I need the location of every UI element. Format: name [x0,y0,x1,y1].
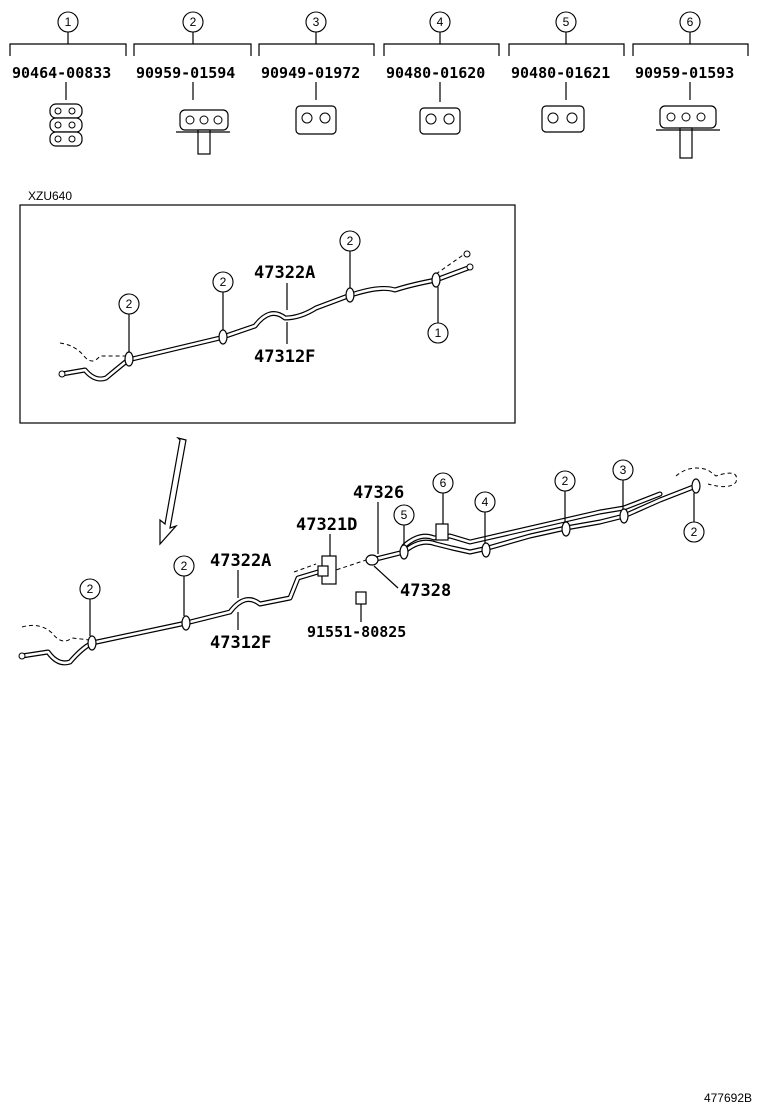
clip-icon-3 [295,105,337,135]
header-part-table: 1 90464-00833 2 90959-01594 [9,11,749,159]
main-callout-1: 2 [87,582,94,596]
main-labels: 47322A 47312F 47321D 47326 47328 91551-8… [210,483,451,653]
main-brake-tube [18,467,738,666]
main-part-47328[interactable]: 47328 [400,581,451,601]
diagram-id: 477692B [704,1091,752,1105]
header-column-4: 4 90480-01620 [383,11,500,135]
header-part-number-1[interactable]: 90464-00833 [12,64,111,82]
clip-icon-6 [656,105,720,159]
header-column-1: 1 90464-00833 [9,11,127,147]
inset-brake-tube [58,250,474,382]
main-callout-8: 2 [691,525,698,539]
main-part-47321d[interactable]: 47321D [296,515,357,535]
header-callout-num-2: 2 [190,15,197,29]
clip-icon-1 [49,103,83,147]
header-callout-num-1: 1 [65,15,72,29]
main-part-47326[interactable]: 47326 [353,483,404,503]
header-column-2: 2 90959-01594 [133,11,252,155]
inset-callout-3: 2 [347,234,354,248]
main-part-47312f[interactable]: 47312F [210,633,271,653]
inset-callout-4: 1 [435,326,442,340]
main-callout-2: 2 [181,559,188,573]
main-callout-4: 6 [440,476,447,490]
header-part-number-2[interactable]: 90959-01594 [136,64,235,82]
main-callout-3: 5 [401,508,408,522]
header-callout-num-4: 4 [437,15,444,29]
union-47326 [365,554,379,566]
clip-icon-2 [176,109,230,155]
header-part-number-5[interactable]: 90480-01621 [511,64,610,82]
header-callout-num-3: 3 [313,15,320,29]
inset-part-47312f[interactable]: 47312F [254,347,315,367]
inset-frame [19,204,516,424]
main-callouts: 2 2 5 6 4 2 3 2 [79,459,705,636]
inset-callout-2: 2 [220,275,227,289]
inset-part-47322a[interactable]: 47322A [254,263,315,283]
detail-arrow [159,436,187,546]
header-column-6: 6 90959-01593 [632,11,749,159]
bracket-47321d [317,555,337,585]
header-callout-num-5: 5 [563,15,570,29]
inset-callout-1: 2 [126,297,133,311]
header-part-number-3[interactable]: 90949-01972 [261,64,360,82]
header-column-5: 5 90480-01621 [508,11,625,133]
inset-callouts: 2 2 2 1 47322A 47312F [118,230,449,367]
inset-model-label: XZU640 [28,189,72,203]
main-part-47322a[interactable]: 47322A [210,551,271,571]
bolt-icon [355,591,367,614]
header-callout-num-6: 6 [687,15,694,29]
clip-icon-4 [419,107,461,135]
clip-icon-5 [541,105,585,133]
header-part-number-4[interactable]: 90480-01620 [386,64,485,82]
main-callout-5: 4 [482,495,489,509]
main-part-bolt[interactable]: 91551-80825 [307,623,406,641]
main-callout-7: 3 [620,463,627,477]
main-callout-6: 2 [562,474,569,488]
header-column-3: 3 90949-01972 [258,11,375,135]
header-part-number-6[interactable]: 90959-01593 [635,64,734,82]
